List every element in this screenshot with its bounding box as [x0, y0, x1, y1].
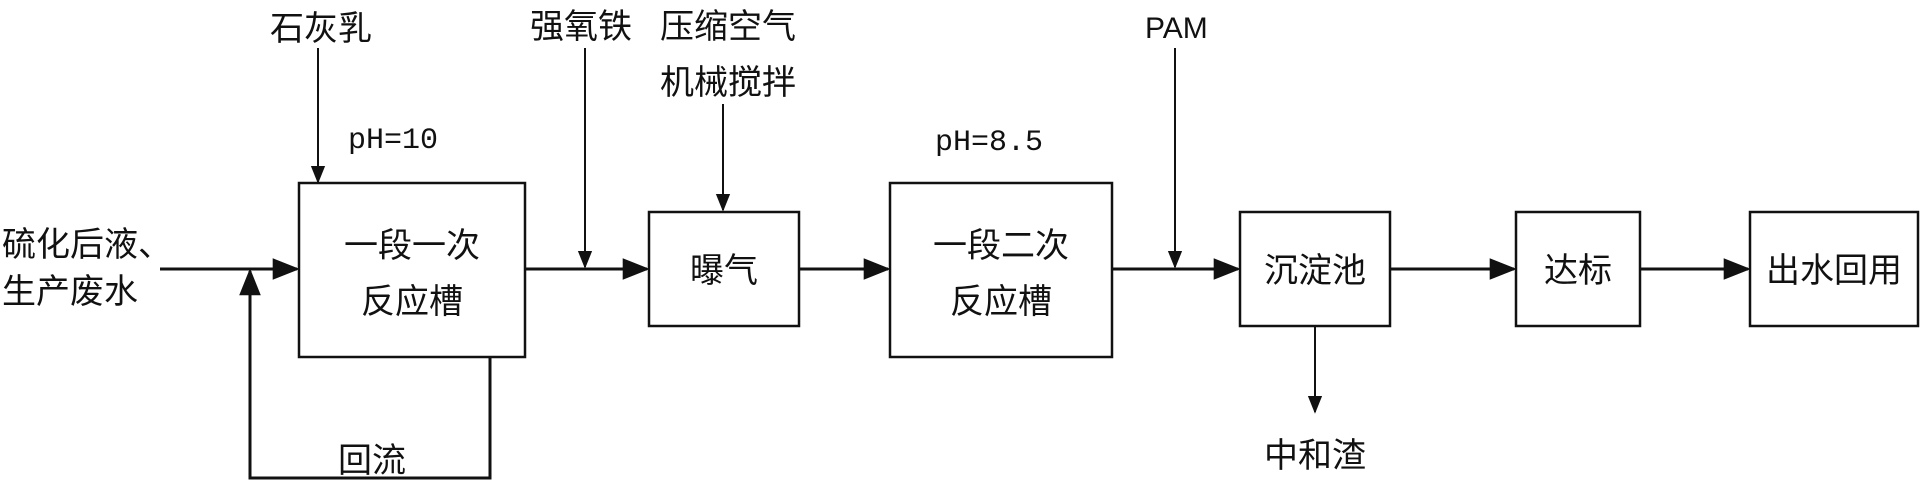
pam-label: PAM: [1145, 12, 1208, 45]
neutral-slag-label: 中和渣: [1264, 436, 1366, 476]
feed-label-line1: 硫化后液、: [2, 225, 172, 265]
ph-stage2-label: pH=8.5: [935, 126, 1043, 160]
oxidizer-label: 强氧铁: [530, 7, 632, 47]
feed-label-line2: 生产废水: [2, 272, 138, 312]
reactor1-label-line1: 一段一次: [344, 226, 480, 266]
reflux-loop-arrow: [239, 268, 492, 480]
sedimentation-label: 沉淀池: [1264, 251, 1366, 291]
reactor2-label-line2: 反应槽: [950, 282, 1052, 322]
reactor1-label-line2: 反应槽: [361, 282, 463, 322]
aeration-label: 曝气: [690, 251, 758, 291]
compliance-label: 达标: [1544, 251, 1612, 291]
reactor2-box: [888, 181, 1114, 359]
lime-milk-label: 石灰乳: [270, 9, 372, 49]
reactor2-label-line1: 一段二次: [933, 226, 1069, 266]
reflux-label: 回流: [338, 441, 406, 481]
reuse-label: 出水回用: [1766, 251, 1902, 291]
compressed-air-label-line1: 压缩空气: [660, 7, 796, 47]
ph-stage1-label: pH=10: [348, 124, 438, 158]
reuse-box: [1748, 210, 1920, 328]
reactor1-box: [297, 181, 527, 359]
compressed-air-label-line2: 机械搅拌: [660, 63, 796, 103]
aeration-box: [647, 210, 801, 328]
